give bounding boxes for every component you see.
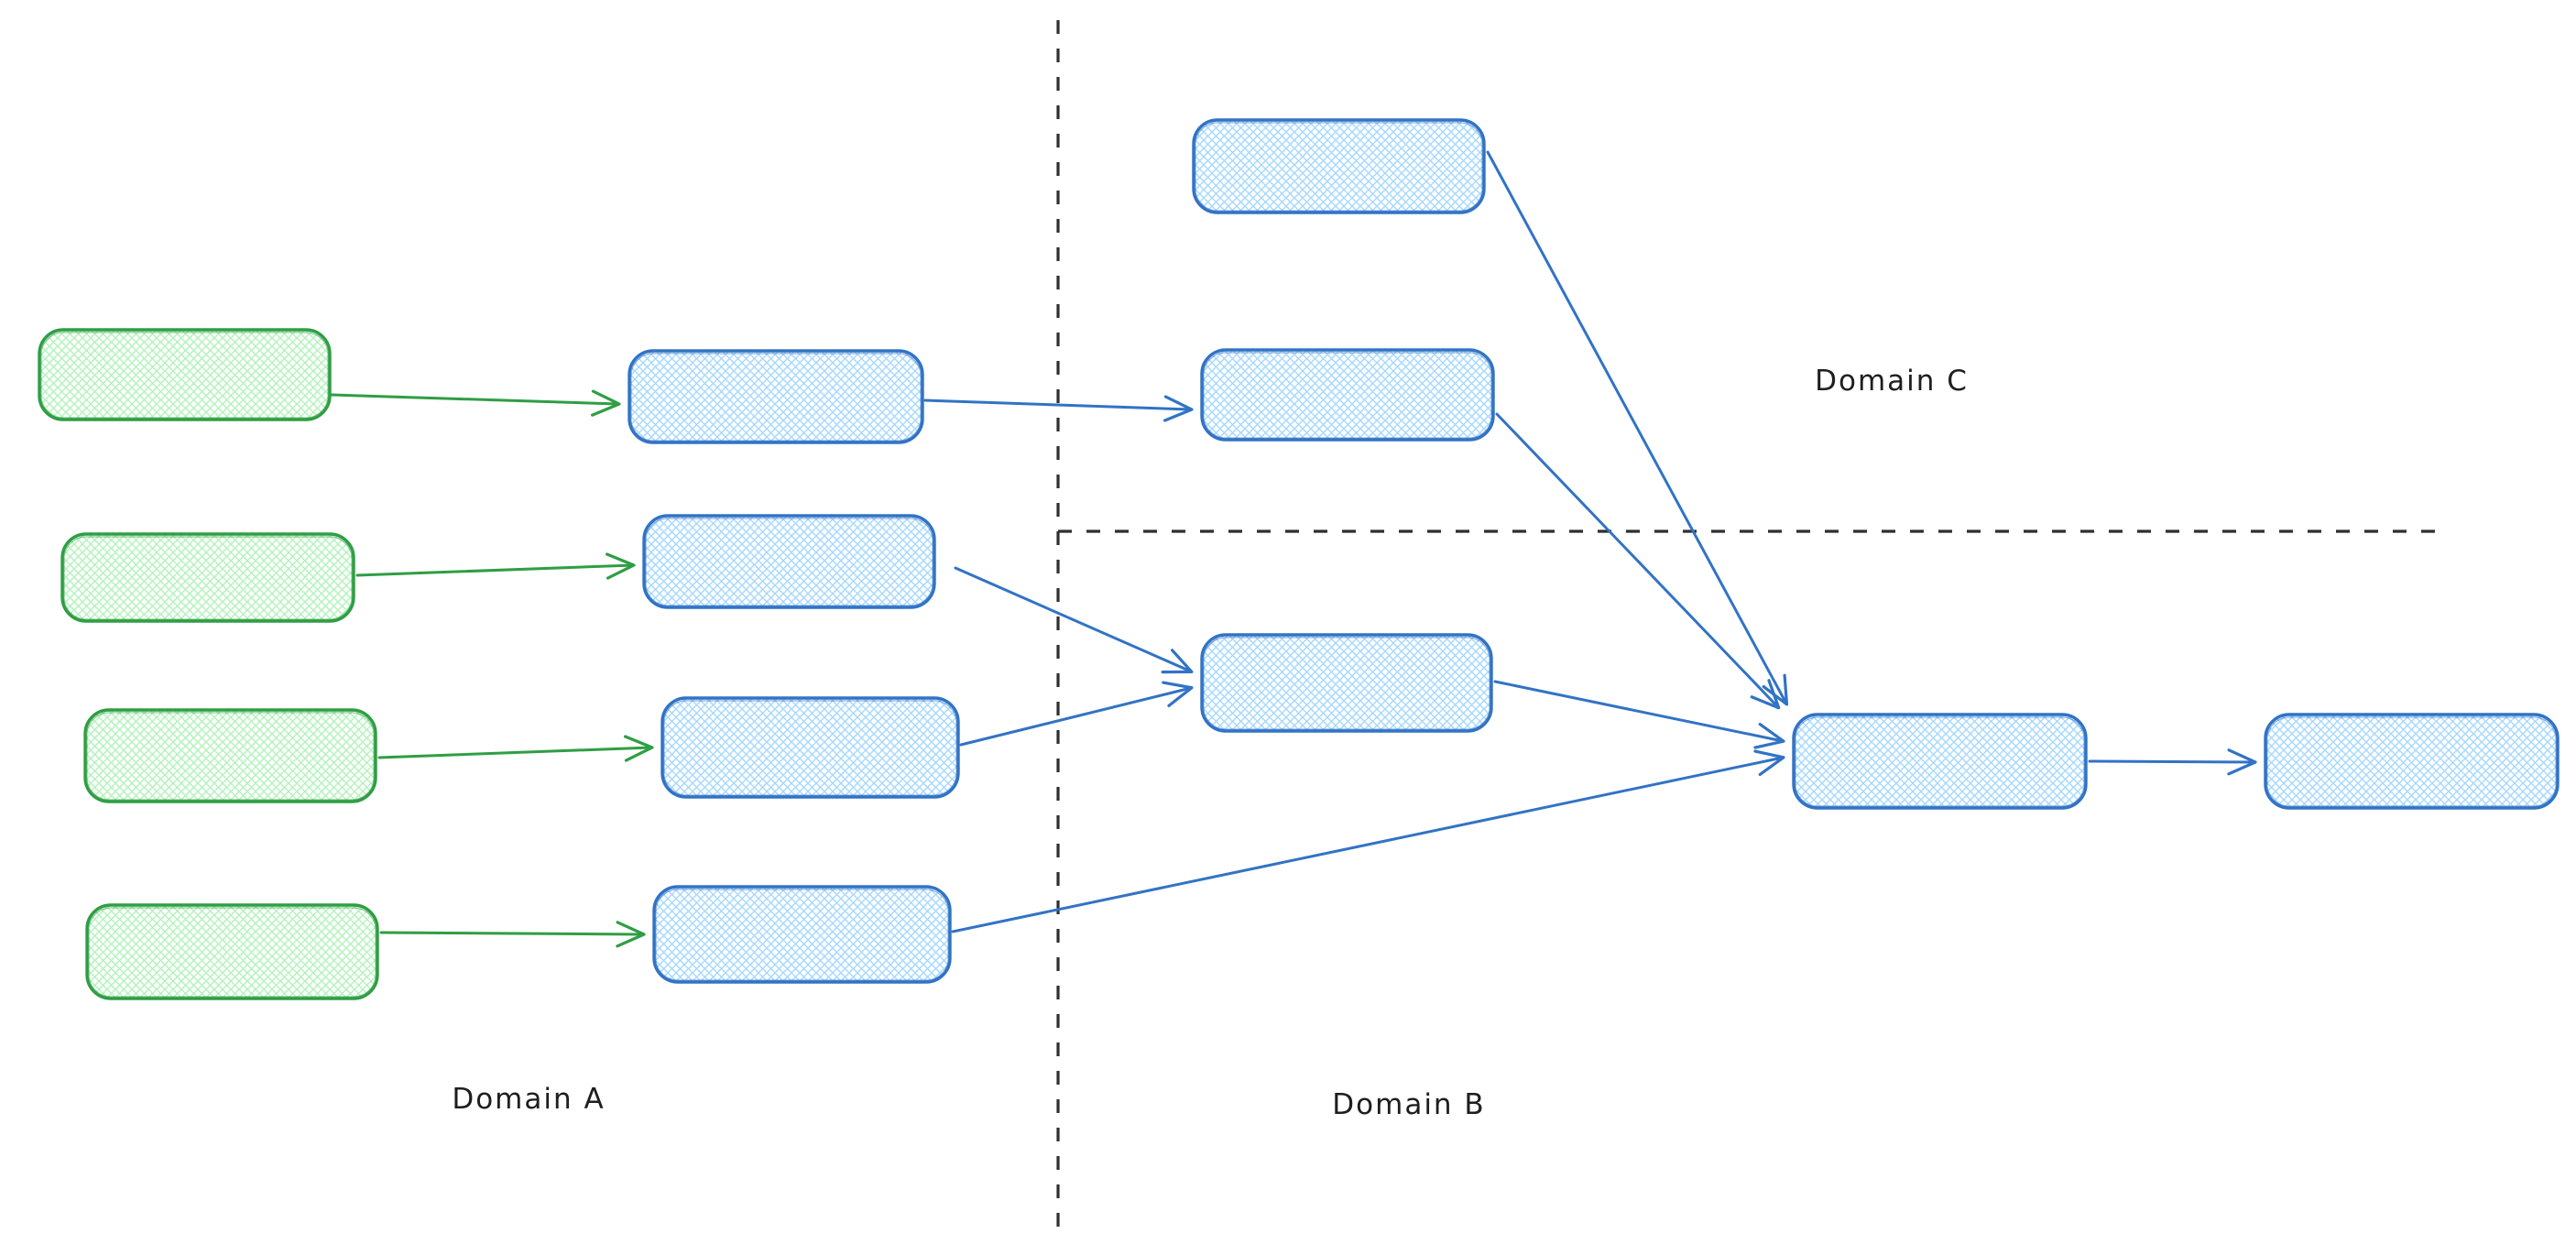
blue-box-a3-sketch-outline [663,700,957,796]
blue-box-converge-sketch-outline [1795,716,2085,807]
arrow-a4-converge[interactable] [951,749,1785,933]
arrow-b-top-converge[interactable] [1486,150,1789,706]
arrow-green-4[interactable] [379,921,646,948]
green-box-2-sketch-outline [63,536,353,620]
blue-box-a4-sketch-outline [655,889,949,981]
domain-c-label: Domain C [1815,365,1969,398]
blue-box-a2-sketch-outline [645,518,933,606]
arrow-a1-b-upper[interactable] [923,395,1194,422]
green-box-1[interactable] [38,328,332,421]
blue-box-converge[interactable] [1792,713,2088,810]
domain-a-label: Domain A [452,1083,606,1116]
blue-box-final[interactable] [2264,713,2560,810]
arrow-green-2[interactable] [355,552,636,580]
green-box-3[interactable] [83,708,377,803]
arrow-b-upper-converge[interactable] [1495,412,1781,710]
green-box-1-sketch-outline [40,332,329,419]
blue-box-a3[interactable] [660,696,960,799]
blue-box-b-upper[interactable] [1200,348,1495,442]
arrow-a2-b-middle[interactable] [954,566,1194,674]
arrow-green-3[interactable] [377,735,654,762]
blue-box-b-top[interactable] [1192,118,1486,214]
green-box-3-sketch-outline [86,712,375,801]
blue-box-b-upper-sketch-outline [1203,352,1492,439]
blue-box-final-sketch-outline [2266,716,2557,807]
arrow-b-middle-converge[interactable] [1493,680,1785,749]
green-box-2[interactable] [60,532,355,623]
green-box-4[interactable] [85,903,379,1000]
blue-box-a1[interactable] [628,349,924,444]
domain-b-label: Domain B [1332,1088,1486,1121]
blue-box-a1-sketch-outline [630,353,922,442]
arrow-a3-b-middle[interactable] [959,681,1194,747]
blue-box-a2[interactable] [642,514,936,609]
arrow-converge-final[interactable] [2088,748,2257,776]
arrow-green-1[interactable] [330,389,621,417]
green-box-4-sketch-outline [88,907,377,998]
blue-box-b-top-sketch-outline [1195,122,1483,212]
blue-box-b-middle[interactable] [1200,633,1493,733]
blue-box-b-middle-sketch-outline [1203,637,1490,730]
blue-box-a4[interactable] [652,885,952,984]
